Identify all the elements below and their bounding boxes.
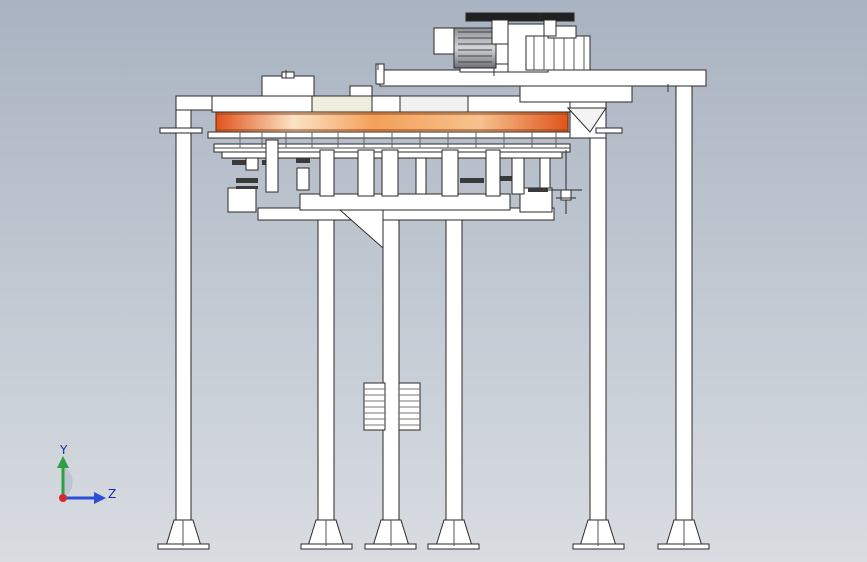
foot-plates [157, 519, 710, 550]
top-beam [375, 63, 707, 103]
z-axis-label: Z [108, 487, 116, 501]
frame-columns [175, 85, 693, 547]
counterweight [363, 382, 421, 431]
sprocket [465, 12, 575, 45]
support-posts [265, 139, 501, 197]
upper-table [159, 71, 623, 139]
y-axis-label: Y [59, 444, 68, 457]
bolts [285, 64, 669, 92]
gearbox [507, 23, 591, 73]
origin-point [59, 494, 67, 502]
drive-motor [433, 27, 515, 69]
lower-crossbeam [227, 187, 555, 250]
coordinate-triad: Y Z [52, 443, 122, 510]
ring-track [207, 109, 579, 148]
